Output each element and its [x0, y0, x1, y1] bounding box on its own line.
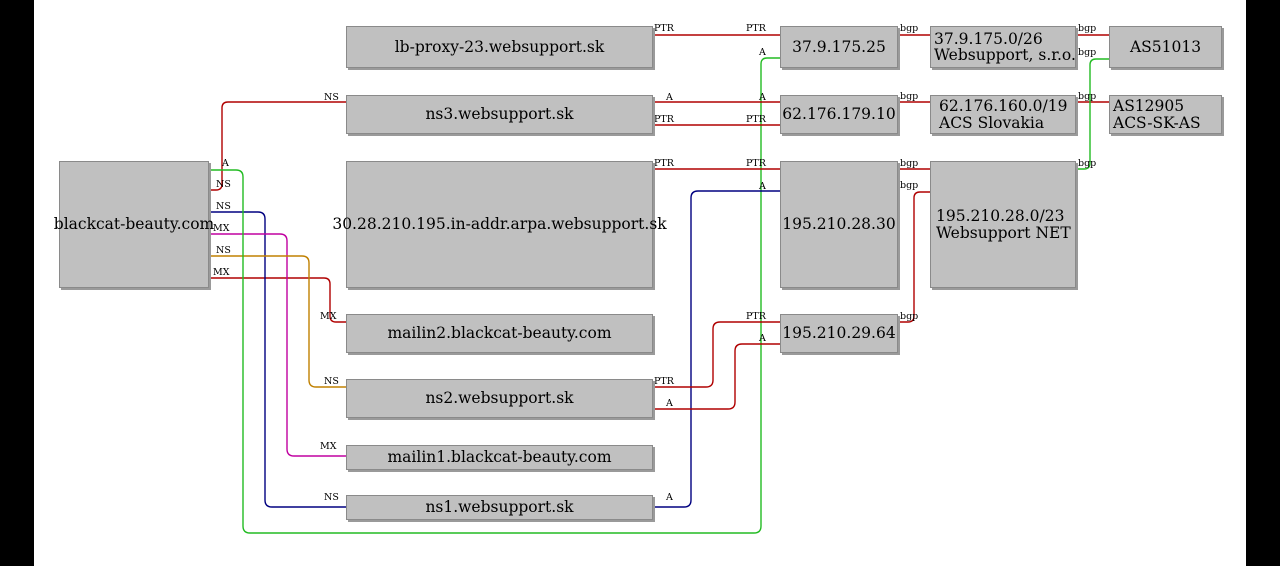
label-ns-blackcat-1: NS — [216, 179, 231, 190]
node-ns2[interactable]: ns2.websupport.sk — [346, 379, 653, 418]
label-ptr-lb-src: PTR — [654, 23, 675, 34]
edge-blackcat-ns2 — [210, 255, 346, 388]
node-label: 195.210.28.30 — [782, 215, 896, 234]
edge-ns2-ip195-64-ptr — [653, 321, 780, 388]
node-net-195-210-28-0[interactable]: 195.210.28.0/23 Websupport NET — [930, 161, 1076, 288]
node-mailin2[interactable]: mailin2.blackcat-beauty.com — [346, 314, 653, 353]
label-mx-mailin2: MX — [320, 311, 337, 322]
node-ns1[interactable]: ns1.websupport.sk — [346, 495, 653, 520]
label-ns-blackcat-2: NS — [216, 201, 231, 212]
label-a-ip37: A — [758, 47, 766, 58]
edge-ip195-64-net195 — [898, 191, 930, 323]
label-a-blackcat: A — [221, 158, 229, 169]
node-label-line1: 62.176.160.0/19 — [939, 97, 1068, 116]
node-as51013[interactable]: AS51013 — [1109, 26, 1222, 68]
edge-net195-as51013 — [1076, 58, 1109, 170]
label-ns-ns3: NS — [324, 92, 339, 103]
node-mailin1[interactable]: mailin1.blackcat-beauty.com — [346, 445, 653, 470]
node-label: ns2.websupport.sk — [425, 389, 574, 408]
node-lb-proxy[interactable]: lb-proxy-23.websupport.sk — [346, 26, 653, 68]
edge-blackcat-ns3 — [210, 101, 346, 191]
node-label: ns3.websupport.sk — [425, 105, 574, 124]
label-a-ns3-dst: A — [758, 92, 766, 103]
node-label-line2: Websupport, s.r.o. — [934, 46, 1076, 64]
label-bgp-net62: bgp — [1078, 91, 1096, 102]
edge-blackcat-mailin2 — [210, 277, 346, 323]
label-ptr-lb-dst: PTR — [746, 23, 767, 34]
label-ptr-ip195-64: PTR — [746, 311, 767, 322]
node-label: 62.176.179.10 — [782, 105, 896, 124]
node-blackcat-beauty[interactable]: blackcat-beauty.com — [54, 161, 214, 288]
label-mx-mailin1: MX — [320, 441, 337, 452]
node-ns3[interactable]: ns3.websupport.sk — [346, 95, 653, 134]
label-a-ip195: A — [758, 181, 766, 192]
node-label: mailin1.blackcat-beauty.com — [387, 448, 612, 467]
node-ip-37-9-175-25[interactable]: 37.9.175.25 — [780, 26, 898, 68]
label-ns-blackcat-3: NS — [216, 245, 231, 256]
label-ns-ns1: NS — [324, 492, 339, 503]
node-as12905[interactable]: AS12905 ACS-SK-AS — [1109, 95, 1222, 134]
node-label-line1: AS12905 — [1113, 97, 1185, 116]
label-ptr-inaddr-src: PTR — [654, 158, 675, 169]
label-ptr-ns2: PTR — [654, 376, 675, 387]
label-bgp-ip195-64: bgp — [900, 311, 918, 322]
node-label: 195.210.29.64 — [782, 324, 896, 343]
label-ns-ns2: NS — [324, 376, 339, 387]
label-a-ns2: A — [665, 398, 673, 409]
label-bgp-net195: bgp — [1078, 158, 1096, 169]
node-label-line2: Websupport NET — [936, 223, 1071, 242]
node-ip-62-176-179-10[interactable]: 62.176.179.10 — [780, 95, 898, 134]
node-label-line1: 37.9.175.0/26 — [934, 29, 1043, 48]
edge-labels: PTR PTR A NS A A PTR PTR PTR PTR A A NS … — [213, 23, 1096, 503]
label-mx-blackcat-2: MX — [213, 267, 230, 278]
edge-blackcat-mailin1 — [210, 233, 346, 457]
node-label: blackcat-beauty.com — [53, 215, 215, 234]
edge-ns1-ip195 — [653, 190, 780, 508]
node-ip-195-210-28-30[interactable]: 195.210.28.30 — [780, 161, 898, 288]
node-label-line2: ACS Slovakia — [939, 113, 1045, 132]
edge-ns2-ip195-64-a — [653, 343, 780, 410]
node-label: ns1.websupport.sk — [425, 498, 574, 517]
label-bgp-ip195-b: bgp — [900, 180, 918, 191]
node-label-line2: ACS-SK-AS — [1113, 113, 1201, 132]
node-label: lb-proxy-23.websupport.sk — [394, 37, 605, 56]
node-in-addr-arpa[interactable]: 30.28.210.195.in-addr.arpa.websupport.sk — [332, 161, 667, 288]
node-label: 37.9.175.25 — [792, 37, 886, 56]
label-bgp-net37-b: bgp — [1078, 47, 1096, 58]
label-a-ns3-src: A — [665, 92, 673, 103]
node-label: AS51013 — [1129, 37, 1202, 56]
label-bgp-ip37: bgp — [900, 23, 918, 34]
label-a-ip195-64: A — [758, 333, 766, 344]
edge-blackcat-ip37 — [210, 57, 780, 534]
node-net-37-9-175-0[interactable]: 37.9.175.0/26 Websupport, s.r.o. — [930, 26, 1076, 68]
node-label: mailin2.blackcat-beauty.com — [387, 324, 612, 343]
label-bgp-ip195: bgp — [900, 158, 918, 169]
node-ip-195-210-29-64[interactable]: 195.210.29.64 — [780, 314, 898, 353]
label-ptr-ns3-src: PTR — [654, 114, 675, 125]
label-a-ns1: A — [665, 492, 673, 503]
label-bgp-ip62: bgp — [900, 91, 918, 102]
edge-blackcat-ns1 — [210, 211, 346, 508]
node-net-62-176-160-0[interactable]: 62.176.160.0/19 ACS Slovakia — [930, 95, 1076, 134]
node-label-line1: 195.210.28.0/23 — [936, 207, 1065, 226]
label-ptr-inaddr-dst: PTR — [746, 158, 767, 169]
label-bgp-net37: bgp — [1078, 23, 1096, 34]
label-mx-blackcat-1: MX — [213, 223, 230, 234]
node-label: 30.28.210.195.in-addr.arpa.websupport.sk — [332, 215, 667, 234]
label-ptr-ns3-dst: PTR — [746, 114, 767, 125]
